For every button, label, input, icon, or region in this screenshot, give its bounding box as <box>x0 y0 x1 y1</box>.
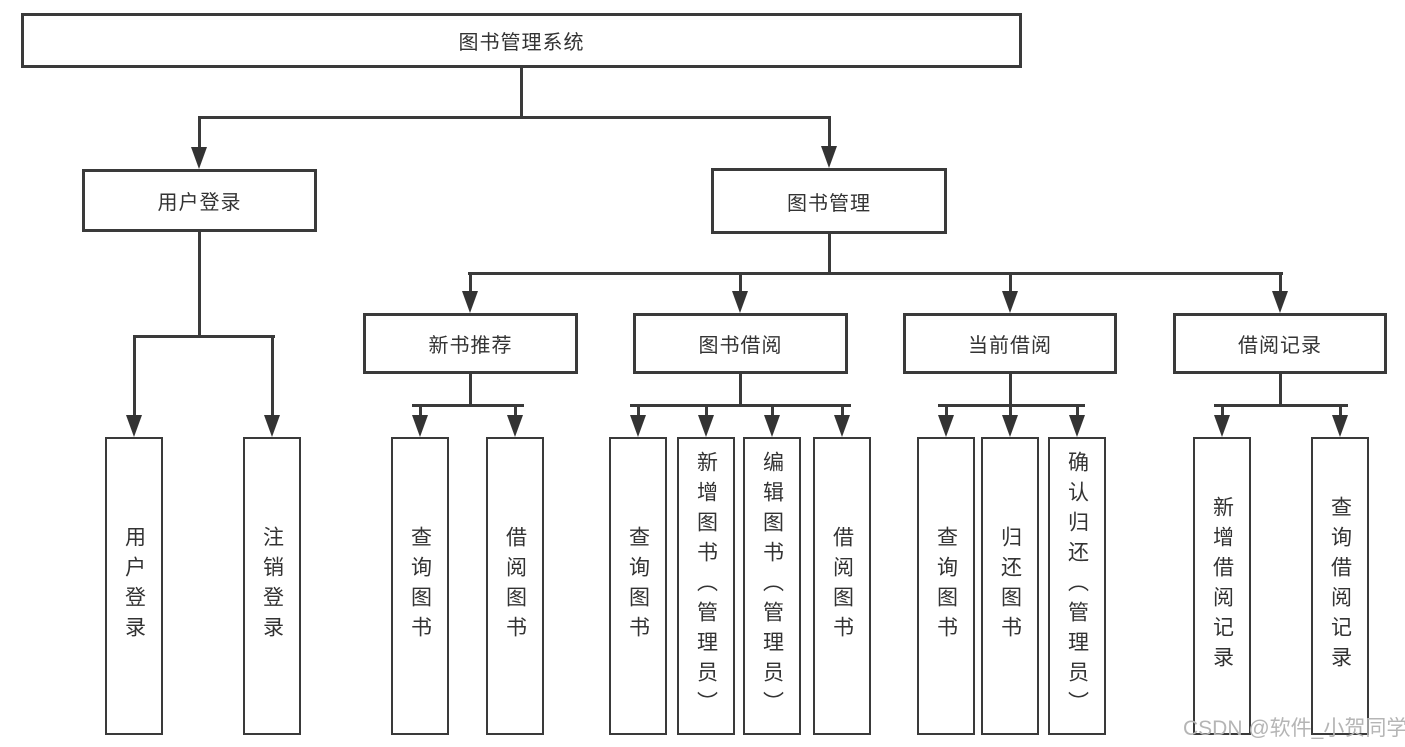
leaf-cb-return-books-label: 归还图书 <box>998 526 1022 646</box>
node-root: 图书管理系统 <box>21 13 1022 68</box>
leaf-bb-edit-books: 编辑图书（管理员） <box>743 437 801 735</box>
connector-drop-cb-query <box>945 404 948 417</box>
leaf-nbr-query-books-label: 查询图书 <box>408 526 432 646</box>
connector-book-borrow-bar <box>630 404 851 407</box>
arrowhead-cb-query-icon <box>938 415 954 437</box>
leaf-br-add-record: 新增借阅记录 <box>1193 437 1251 735</box>
connector-drop-bb-query <box>637 404 640 417</box>
node-current-borrow: 当前借阅 <box>903 313 1117 374</box>
connector-drop-leaf-logout <box>271 335 274 417</box>
arrowhead-bb-query-icon <box>630 415 646 437</box>
leaf-user-login: 用户登录 <box>105 437 163 735</box>
leaf-nbr-query-books: 查询图书 <box>391 437 449 735</box>
connector-drop-current-borrow <box>1009 272 1012 293</box>
leaf-bb-add-books: 新增图书（管理员） <box>677 437 735 735</box>
arrowhead-borrow-record-icon <box>1272 291 1288 313</box>
node-new-book-rec: 新书推荐 <box>363 313 578 374</box>
node-book-mgmt-label: 图书管理 <box>787 192 871 215</box>
csdn-watermark: CSDN @软件_小贺同学 <box>1183 717 1405 740</box>
arrowhead-br-add-icon <box>1214 415 1230 437</box>
arrowhead-book-borrow-icon <box>732 291 748 313</box>
connector-drop-br-add <box>1221 404 1224 417</box>
connector-drop-bb-add <box>705 404 708 417</box>
node-book-mgmt: 图书管理 <box>711 168 947 234</box>
connector-drop-borrow-record <box>1279 272 1282 293</box>
leaf-nbr-borrow-books-label: 借阅图书 <box>503 526 527 646</box>
arrowhead-new-book-rec-icon <box>462 291 478 313</box>
connector-borrow-record-bar <box>1214 404 1348 407</box>
arrowhead-leaf-user-login-icon <box>126 415 142 437</box>
connector-drop-bb-borrow <box>841 404 844 417</box>
leaf-cb-confirm-return: 确认归还（管理员） <box>1048 437 1106 735</box>
connector-drop-book-mgmt <box>828 116 831 149</box>
arrowhead-br-query-icon <box>1332 415 1348 437</box>
leaf-br-add-record-label: 新增借阅记录 <box>1210 496 1234 676</box>
connector-root-bar <box>198 116 831 119</box>
arrowhead-bb-edit-icon <box>764 415 780 437</box>
connector-new-book-rec-stem <box>469 374 472 406</box>
leaf-nbr-borrow-books: 借阅图书 <box>486 437 544 735</box>
connector-new-book-rec-bar <box>412 404 524 407</box>
leaf-cb-query-books-label: 查询图书 <box>934 526 958 646</box>
connector-drop-new-book-rec <box>469 272 472 293</box>
node-borrow-record-label: 借阅记录 <box>1238 335 1322 357</box>
arrowhead-bb-borrow-icon <box>834 415 850 437</box>
leaf-bb-add-books-label: 新增图书（管理员） <box>694 451 718 721</box>
leaf-br-query-record: 查询借阅记录 <box>1311 437 1369 735</box>
connector-drop-user-login <box>198 116 201 150</box>
node-book-borrow-label: 图书借阅 <box>698 335 783 357</box>
connector-root-stem <box>520 68 523 118</box>
arrowhead-bb-add-icon <box>698 415 714 437</box>
arrowhead-cb-confirm-icon <box>1069 415 1085 437</box>
connector-book-borrow-stem <box>739 374 742 406</box>
node-book-borrow: 图书借阅 <box>633 313 848 374</box>
leaf-bb-query-books-label: 查询图书 <box>626 526 650 646</box>
arrowhead-current-borrow-icon <box>1002 291 1018 313</box>
leaf-bb-edit-books-label: 编辑图书（管理员） <box>760 451 784 721</box>
connector-book-mgmt-bar <box>468 272 1283 275</box>
node-user-login-label: 用户登录 <box>157 192 242 214</box>
node-user-login: 用户登录 <box>82 169 317 232</box>
connector-user-login-stem <box>198 232 201 338</box>
node-new-book-rec-label: 新书推荐 <box>428 335 513 357</box>
arrowhead-user-login-icon <box>191 147 207 169</box>
leaf-cb-return-books: 归还图书 <box>981 437 1039 735</box>
connector-drop-nbr-borrow <box>514 404 517 417</box>
arrowhead-book-mgmt-icon <box>821 146 837 168</box>
connector-current-borrow-stem <box>1009 374 1012 406</box>
arrowhead-leaf-logout-icon <box>264 415 280 437</box>
connector-borrow-record-stem <box>1279 374 1282 406</box>
connector-drop-nbr-query <box>419 404 422 417</box>
connector-user-login-bar <box>133 335 275 338</box>
leaf-br-query-record-label: 查询借阅记录 <box>1328 496 1352 676</box>
leaf-bb-borrow-books-label: 借阅图书 <box>830 526 854 646</box>
connector-drop-br-query <box>1339 404 1342 417</box>
leaf-bb-query-books: 查询图书 <box>609 437 667 735</box>
connector-drop-leaf-user-login <box>133 335 136 417</box>
node-root-label: 图书管理系统 <box>458 32 585 54</box>
node-borrow-record: 借阅记录 <box>1173 313 1387 374</box>
connector-drop-bb-edit <box>771 404 774 417</box>
connector-drop-book-borrow <box>739 272 742 293</box>
leaf-cb-confirm-return-label: 确认归还（管理员） <box>1065 451 1089 721</box>
leaf-user-login-label: 用户登录 <box>122 526 146 646</box>
leaf-bb-borrow-books: 借阅图书 <box>813 437 871 735</box>
leaf-cb-query-books: 查询图书 <box>917 437 975 735</box>
leaf-logout-label: 注销登录 <box>260 526 284 646</box>
leaf-logout: 注销登录 <box>243 437 301 735</box>
node-current-borrow-label: 当前借阅 <box>968 335 1052 357</box>
arrowhead-cb-return-icon <box>1002 415 1018 437</box>
connector-drop-cb-confirm <box>1076 404 1079 417</box>
arrowhead-nbr-borrow-icon <box>507 415 523 437</box>
arrowhead-nbr-query-icon <box>412 415 428 437</box>
connector-drop-cb-return <box>1009 404 1012 417</box>
connector-book-mgmt-stem <box>828 234 831 275</box>
